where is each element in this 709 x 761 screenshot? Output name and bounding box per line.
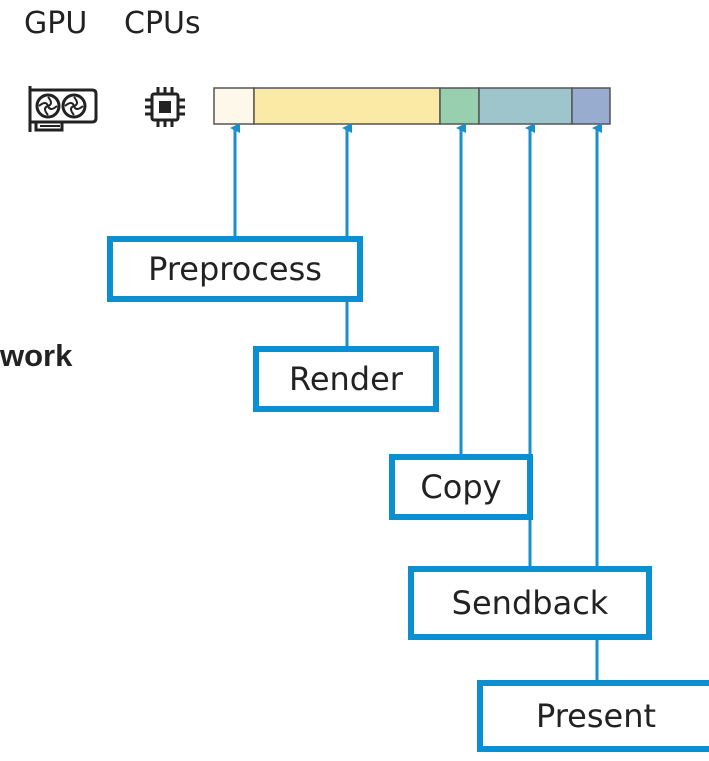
stage-preprocess: Preprocess <box>107 236 363 302</box>
gpu-label: GPU <box>24 6 88 41</box>
stage-render-label: Render <box>289 360 403 398</box>
stage-copy: Copy <box>389 454 533 520</box>
stage-present: Present <box>477 680 709 752</box>
stage-copy-label: Copy <box>420 468 502 506</box>
stage-sendback-label: Sendback <box>451 584 609 622</box>
stage-sendback: Sendback <box>408 566 652 640</box>
partial-heading: work <box>0 338 73 373</box>
segment-copy <box>439 87 480 125</box>
segment-render <box>253 87 441 125</box>
cpu-chip-icon <box>145 87 185 127</box>
segment-present <box>571 87 611 125</box>
segment-sendback <box>478 87 573 125</box>
timeline-bar <box>213 87 611 125</box>
stage-present-label: Present <box>535 697 657 735</box>
stage-preprocess-label: Preprocess <box>148 250 322 288</box>
segment-preprocess <box>213 87 255 125</box>
gpu-card-icon <box>28 86 98 132</box>
cpus-label: CPUs <box>124 6 201 41</box>
stage-render: Render <box>253 346 439 412</box>
